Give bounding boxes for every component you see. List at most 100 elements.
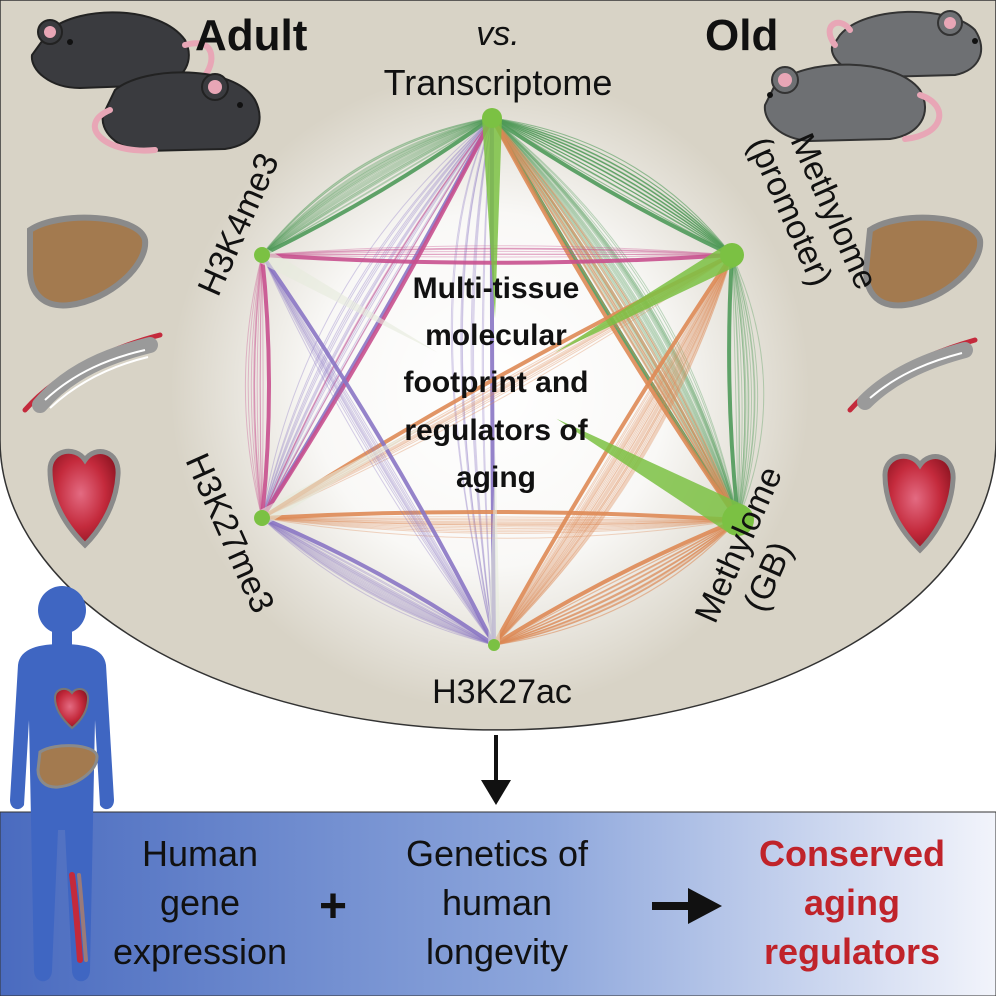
network-arc [261, 517, 495, 646]
network-arc [731, 254, 746, 521]
bottom-right-line1: Conserved [759, 833, 945, 874]
network-arc [493, 519, 739, 646]
network-arc [490, 116, 733, 257]
network-arc [491, 117, 733, 256]
network-arc [493, 519, 739, 646]
network-arc [491, 117, 733, 256]
muscle-icon-right [847, 337, 978, 413]
liver-icon-left [27, 214, 149, 309]
network-arc [493, 519, 739, 646]
network-arc [493, 519, 739, 646]
genetics-of-human-longevity-label: Genetics of human longevity [406, 833, 589, 972]
network-arc [261, 116, 494, 257]
bottom-mid-line3: longevity [426, 931, 568, 972]
network-arc [493, 519, 739, 646]
network-arc [470, 117, 495, 646]
network-arc [493, 519, 739, 646]
conserved-aging-regulators-label: Conserved aging regulators [759, 833, 945, 972]
bottom-mid-line2: human [442, 882, 552, 923]
network-arc [491, 117, 733, 256]
network-arc [460, 117, 495, 646]
network-arc [261, 517, 495, 646]
network-arc [261, 517, 739, 521]
network-arc [493, 519, 739, 646]
center-title-line1: Multi-tissue [413, 272, 580, 305]
network-arc [491, 117, 733, 256]
network-node [720, 243, 744, 267]
network-spoke [555, 244, 738, 353]
network-arc [491, 117, 733, 256]
network-arc [261, 117, 493, 256]
network-arc [491, 117, 733, 256]
network-arc [261, 117, 493, 256]
network-arc [244, 254, 263, 519]
network-arc [471, 117, 495, 646]
human-liver-icon [36, 744, 99, 789]
network-arc [259, 254, 263, 519]
bottom-mid-line1: Genetics of [406, 833, 589, 874]
human-muscle-icon [69, 872, 88, 963]
network-arc [261, 117, 493, 256]
network-arc [491, 117, 733, 256]
network-arc [731, 254, 755, 521]
center-title-line2: molecular [425, 319, 567, 352]
network-arc [261, 117, 493, 256]
bottom-left-line3: expression [113, 931, 287, 972]
network-arc [261, 517, 495, 646]
network-arc [261, 517, 739, 526]
human-figure-icon [10, 586, 114, 982]
network-arc [493, 519, 739, 646]
network-arc [491, 117, 733, 256]
network-arc [491, 117, 733, 256]
network-arc [493, 519, 739, 646]
network-arc [261, 517, 495, 646]
network-arc [261, 517, 739, 534]
network-arc [261, 517, 739, 526]
network-arc [727, 254, 740, 521]
network-arc [491, 117, 733, 256]
network-arc [493, 519, 739, 646]
network-spoke [488, 450, 500, 646]
network-arc [253, 254, 263, 519]
network-arc [493, 519, 739, 646]
network-arc [247, 254, 263, 519]
network-arc [261, 516, 739, 521]
network-arc [261, 516, 496, 647]
network-node [254, 247, 270, 263]
bottom-left-line2: gene [160, 882, 240, 923]
human-gene-expression-label: Human gene expression [113, 833, 287, 972]
network-arc [493, 519, 739, 646]
network-spoke [258, 418, 438, 525]
center-title-line5: aging [456, 461, 536, 494]
network-arc [491, 117, 733, 256]
network-arc [261, 253, 733, 265]
network-arc [492, 518, 739, 647]
adult-mice-icon [30, 11, 261, 154]
network-arc [491, 117, 733, 256]
network-arc [261, 117, 493, 256]
network-arc [261, 117, 493, 256]
bottom-band [0, 811, 996, 996]
network-arc [491, 117, 733, 256]
network-arc [493, 519, 739, 646]
network-arc [261, 117, 493, 256]
network-arc [493, 519, 739, 646]
network-arc [253, 254, 263, 519]
network-arc [261, 117, 493, 256]
layer-label-transcriptome: Transcriptome [384, 62, 613, 103]
network-arc [261, 117, 493, 256]
bottom-left-line1: Human [142, 833, 258, 874]
adult-label: Adult [195, 11, 308, 60]
network-arc [261, 517, 739, 539]
network-arc [261, 117, 493, 256]
network-arc [261, 517, 495, 646]
network-arc [493, 519, 739, 646]
network-arc [491, 117, 733, 256]
network-arc [731, 254, 739, 521]
network-node [722, 504, 754, 536]
network-arc [261, 117, 493, 256]
network-arc [451, 117, 495, 646]
network-arc [731, 254, 756, 521]
network-arc [731, 254, 750, 521]
network-arc [261, 517, 739, 528]
